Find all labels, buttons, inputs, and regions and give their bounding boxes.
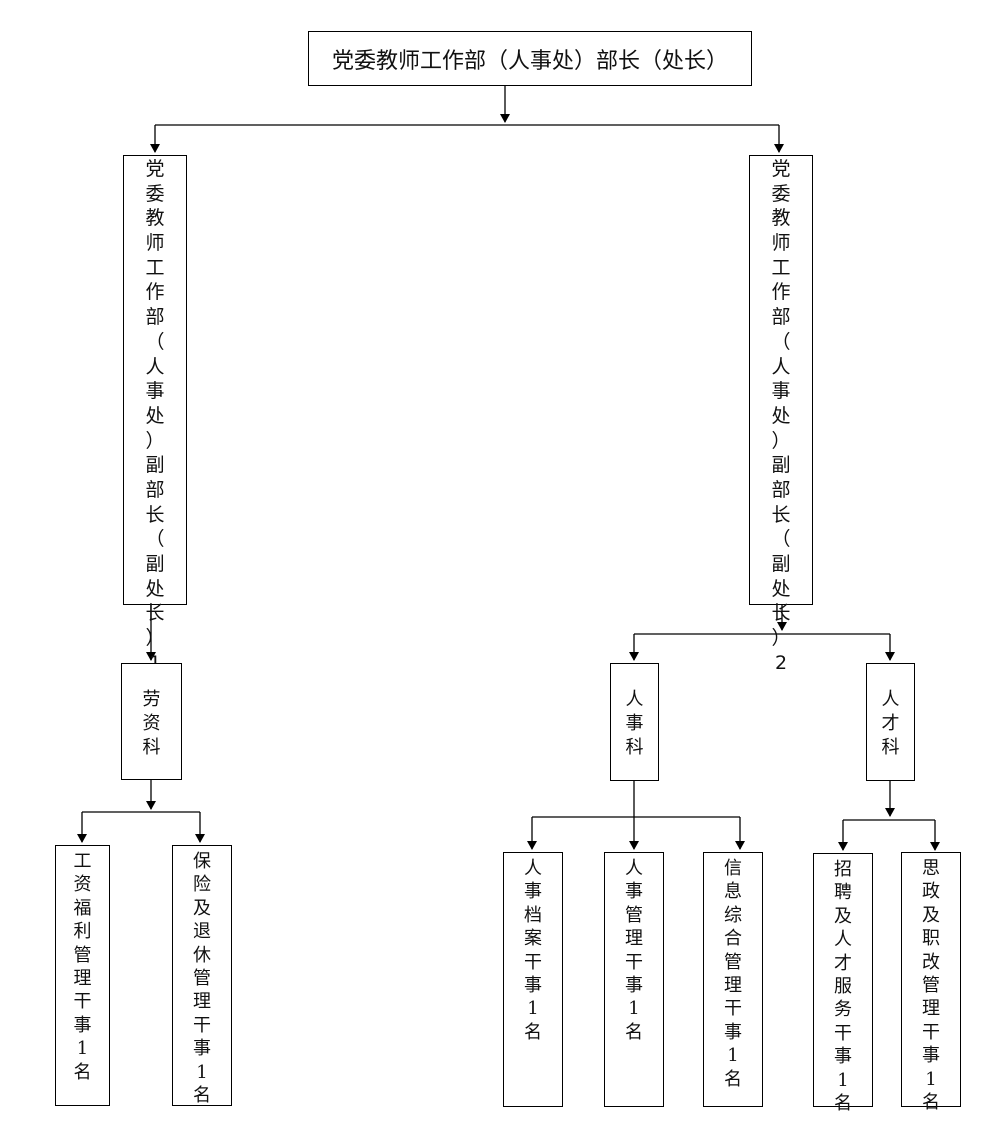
talent-section-box: 人 才 科	[866, 663, 915, 781]
information-integration-staff-label: 信 息 综 合 管 理 干 事 1 名	[724, 858, 742, 1090]
personnel-section-label: 人 事 科	[625, 689, 644, 759]
personnel-archives-staff-label: 人 事 档 案 干 事 1 名	[524, 858, 542, 1043]
wages-welfare-staff-label: 工 资 福 利 管 理 干 事 1 名	[73, 851, 92, 1083]
deputy-1-label: 党 委 教 师 工 作 部 （ 人 事 处 ） 副 部 长 （ 副 处 长 ） …	[145, 158, 165, 674]
insurance-retirement-staff-box: 保 险 及 退 休 管 理 干 事 1 名	[172, 845, 232, 1106]
ideology-title-reform-staff-label: 思 政 及 职 改 管 理 干 事 1 名	[922, 858, 940, 1113]
labor-wages-section-label: 劳 资 科	[142, 689, 161, 759]
recruitment-talent-service-staff-label: 招 聘 及 人 才 服 务 干 事 1 名	[834, 859, 852, 1114]
wages-welfare-staff-box: 工 资 福 利 管 理 干 事 1 名	[55, 845, 110, 1106]
labor-wages-section-box: 劳 资 科	[121, 663, 182, 780]
ideology-title-reform-staff-box: 思 政 及 职 改 管 理 干 事 1 名	[901, 852, 961, 1113]
root-director-label: 党委教师工作部（人事处）部长（处长）	[331, 48, 728, 74]
information-integration-staff-box: 信 息 综 合 管 理 干 事 1 名	[703, 852, 763, 1107]
deputy-2-box: 党 委 教 师 工 作 部 （ 人 事 处 ） 副 部 长 （ 副 处 长 ） …	[749, 155, 813, 674]
personnel-section-box: 人 事 科	[610, 663, 659, 781]
recruitment-talent-service-staff-box: 招 聘 及 人 才 服 务 干 事 1 名	[813, 853, 873, 1114]
personnel-archives-staff-box: 人 事 档 案 干 事 1 名	[503, 852, 563, 1107]
deputy-2-label: 党 委 教 师 工 作 部 （ 人 事 处 ） 副 部 长 （ 副 处 长 ） …	[771, 158, 791, 674]
deputy-1-box: 党 委 教 师 工 作 部 （ 人 事 处 ） 副 部 长 （ 副 处 长 ） …	[123, 155, 187, 674]
personnel-management-staff-label: 人 事 管 理 干 事 1 名	[625, 858, 643, 1043]
root-director-box: 党委教师工作部（人事处）部长（处长）	[308, 31, 752, 86]
talent-section-label: 人 才 科	[881, 689, 900, 759]
personnel-management-staff-box: 人 事 管 理 干 事 1 名	[604, 852, 664, 1107]
insurance-retirement-staff-label: 保 险 及 退 休 管 理 干 事 1 名	[193, 851, 211, 1106]
